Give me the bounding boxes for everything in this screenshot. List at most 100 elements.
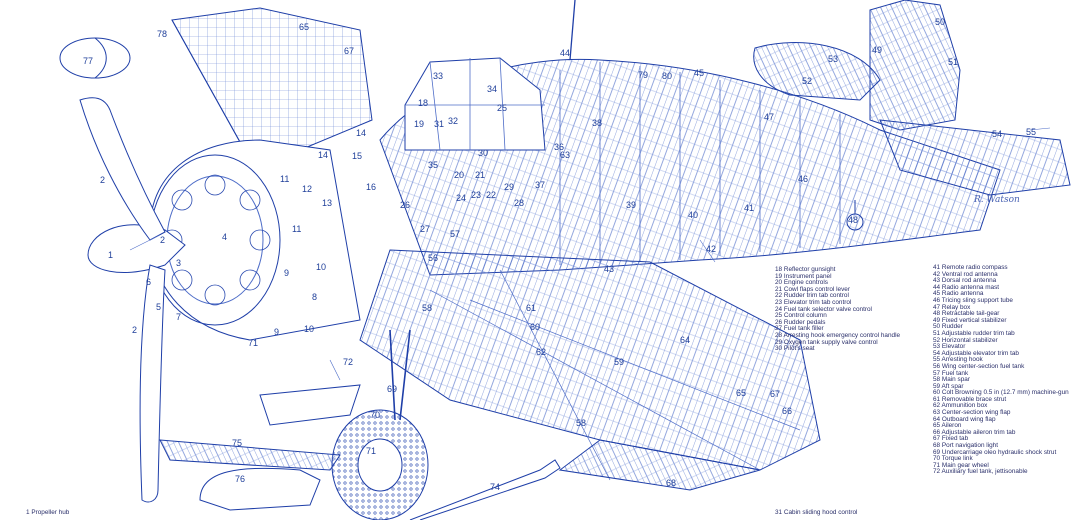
legend-entry: 46 Tricing sling support tube xyxy=(933,296,1013,304)
callout-54: 54 xyxy=(992,129,1003,139)
callout-67: 67 xyxy=(770,389,781,399)
callout-62: 62 xyxy=(536,347,547,357)
legend-entry: 69 Undercarriage oleo hydraulic shock st… xyxy=(933,448,1057,456)
callout-22: 22 xyxy=(486,190,497,200)
callout-45: 45 xyxy=(694,68,705,78)
legend-column-3: 1 Propeller hub xyxy=(26,509,70,517)
legend-entry: 57 Fuel tank xyxy=(933,369,969,377)
callout-33: 33 xyxy=(433,71,444,81)
callout-78: 78 xyxy=(157,29,168,39)
callout-20: 20 xyxy=(454,170,465,180)
legend-entry: 72 Auxiliary fuel tank, jettisonable xyxy=(933,468,1028,476)
callout-31: 31 xyxy=(434,119,445,129)
callout-23: 23 xyxy=(471,190,482,200)
callout-67: 67 xyxy=(344,46,355,56)
callout-16: 16 xyxy=(366,182,377,192)
artist-signature: R. Watson xyxy=(974,195,1020,205)
legend-entry: 68 Port navigation light xyxy=(933,442,999,450)
callout-13: 13 xyxy=(322,198,333,208)
callout-21: 21 xyxy=(475,170,486,180)
callout-2: 2 xyxy=(100,175,106,185)
callout-18: 18 xyxy=(418,98,429,108)
callout-50: 50 xyxy=(935,17,946,27)
legend-entry: 56 Wing center-section fuel tank xyxy=(933,362,1025,370)
legend-entry: 42 Ventral rod antenna xyxy=(933,270,998,278)
legend-entry: 66 Adjustable aileron trim tab xyxy=(933,428,1016,436)
callout-28: 28 xyxy=(514,198,525,208)
callout-80: 80 xyxy=(662,71,673,81)
callout-41: 41 xyxy=(744,203,755,213)
legend-entry: 47 Relay box xyxy=(933,303,971,311)
callout-32: 32 xyxy=(448,116,459,126)
legend-column-2: 41 Remote radio compass 42 Ventral rod a… xyxy=(933,264,1069,476)
legend-entry: 18 Reflector gunsight xyxy=(775,266,836,273)
callout-46: 46 xyxy=(798,174,809,184)
callout-48: 48 xyxy=(848,215,859,225)
legend-entry: 24 Fuel tank selector valve control xyxy=(775,305,872,313)
callout-10: 10 xyxy=(316,262,327,272)
legend-entry: 43 Dorsal rod antenna xyxy=(933,277,997,285)
callout-11: 11 xyxy=(280,174,290,184)
legend-column-1: 18 Reflector gunsight 19 Instrument pane… xyxy=(775,266,901,353)
callout-14: 14 xyxy=(356,128,367,138)
legend-entry: 55 Arresting hook xyxy=(933,356,983,364)
legend-column-4: 31 Cabin sliding hood control xyxy=(775,509,857,517)
legend-entry: 29 Oxygen tank supply valve control xyxy=(775,338,878,346)
callout-9: 9 xyxy=(284,268,290,278)
legend-entry: 61 Removable brace strut xyxy=(933,395,1007,403)
legend-entry: 51 Adjustable rudder trim tab xyxy=(933,329,1015,337)
callout-43: 43 xyxy=(604,264,615,274)
callout-39: 39 xyxy=(626,200,637,210)
legend-entry: 71 Main gear wheel xyxy=(933,461,989,469)
callout-35: 35 xyxy=(428,160,439,170)
callout-34: 34 xyxy=(487,84,498,94)
callout-5: 5 xyxy=(156,302,162,312)
legend-entry: 19 Instrument panel xyxy=(775,272,832,280)
callout-26: 26 xyxy=(400,200,411,210)
callout-69: 69 xyxy=(387,384,398,394)
callout-52: 52 xyxy=(802,76,813,86)
callout-60: 60 xyxy=(530,322,541,332)
callout-58: 58 xyxy=(576,418,587,428)
callout-15: 15 xyxy=(352,151,363,161)
callout-7: 7 xyxy=(176,312,182,322)
legend-entry: 49 Fixed vertical stabilizer xyxy=(933,316,1007,324)
legend-entry: 60 Colt Browning 0.5 in (12.7 mm) machin… xyxy=(933,389,1069,397)
legend-entry: 44 Radio antenna mast xyxy=(933,283,1000,291)
callout-4: 4 xyxy=(222,232,228,242)
legend-entry: 58 Main spar xyxy=(933,376,970,384)
callout-29: 29 xyxy=(504,182,515,192)
legend-entry: 41 Remote radio compass xyxy=(933,264,1008,271)
callout-14: 14 xyxy=(318,150,329,160)
callout-61: 61 xyxy=(526,303,537,313)
legend-entry: 22 Rudder trim tab control xyxy=(775,292,849,300)
legend-entry: 20 Engine controls xyxy=(775,279,828,287)
callout-59: 59 xyxy=(614,357,625,367)
callout-56: 56 xyxy=(428,253,439,263)
callout-65: 65 xyxy=(299,22,310,32)
callout-30: 30 xyxy=(478,148,489,158)
callout-51: 51 xyxy=(948,57,959,67)
callout-24: 24 xyxy=(456,193,467,203)
legend-entry: 65 Aileron xyxy=(933,422,962,430)
callout-9: 9 xyxy=(274,327,280,337)
legend-entry: 21 Cowl flaps control lever xyxy=(775,285,850,293)
legend-entry: 27 Fuel tank filler xyxy=(775,325,824,333)
callout-36: 36 xyxy=(554,142,565,152)
legend-entry: 28 Arresting hook emergency control hand… xyxy=(775,331,901,339)
callout-79: 79 xyxy=(638,70,649,80)
callout-3: 3 xyxy=(176,258,182,268)
legend-entry: 1 Propeller hub xyxy=(26,509,70,516)
callout-1: 1 xyxy=(108,250,114,260)
callout-49: 49 xyxy=(872,45,883,55)
callout-6: 6 xyxy=(146,277,152,287)
callout-37: 37 xyxy=(535,180,546,190)
legend-entry: 70 Torque link xyxy=(933,455,973,463)
callout-53: 53 xyxy=(828,54,839,64)
callout-2: 2 xyxy=(132,325,138,335)
callout-12: 12 xyxy=(302,184,313,194)
legend-entry: 25 Control column xyxy=(775,312,827,320)
legend-entry: 63 Center-section wing flap xyxy=(933,409,1011,417)
